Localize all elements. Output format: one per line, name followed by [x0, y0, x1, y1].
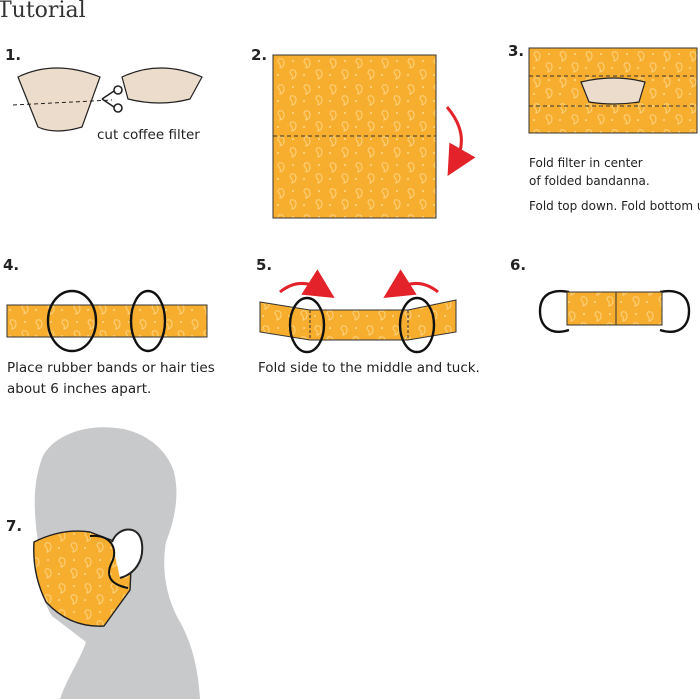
step-5-number: 5. [256, 256, 273, 274]
arrow-right [383, 269, 439, 299]
finished-mask [566, 291, 663, 326]
page-title: Tutorial [0, 0, 86, 23]
step-3-caption-line-1: Fold filter in center [529, 156, 643, 170]
step-1-number: 1. [5, 46, 22, 64]
mask-on-face [33, 530, 133, 627]
step-3-illustration [528, 47, 698, 134]
filter-piece-right [121, 67, 203, 104]
coffee-filter [580, 77, 646, 105]
rubber-band-left [46, 289, 98, 353]
fold-arrow-icon [445, 106, 476, 177]
step-3-number: 3. [508, 42, 525, 60]
ear-loop [89, 534, 129, 589]
step-1-caption: cut coffee filter [97, 127, 200, 143]
step-5-caption: Fold side to the middle and tuck. [258, 360, 480, 376]
cut-line [12, 99, 113, 106]
ear-icon [111, 528, 144, 579]
band-left [288, 296, 326, 354]
step-6-illustration [538, 289, 691, 333]
filter-piece-left [17, 67, 101, 132]
fabric-strip [6, 304, 208, 338]
step-3-caption-line-3: Fold top down. Fold bottom up. [529, 199, 700, 213]
step-5-illustration [259, 269, 457, 354]
step-1-illustration [12, 67, 203, 132]
step-7-illustration [33, 427, 200, 699]
rubber-band-right [129, 289, 167, 353]
step-4-caption-line-1: Place rubber bands or hair ties [7, 360, 215, 376]
scissors-icon [101, 85, 123, 113]
step-4-number: 4. [3, 256, 20, 274]
step-6-number: 6. [510, 256, 527, 274]
step-4-illustration [6, 289, 208, 353]
step-7-number: 7. [6, 517, 23, 535]
arrow-left [279, 269, 335, 299]
step-2-number: 2. [251, 46, 268, 64]
band-right [398, 296, 436, 354]
ear-loop-left [538, 289, 570, 333]
step-3-caption-line-2: of folded bandanna. [529, 174, 650, 188]
step-4-caption-line-2: about 6 inches apart. [7, 381, 152, 397]
ear-loop-right [659, 289, 691, 333]
folded-strip [259, 299, 457, 341]
step-2-illustration [272, 54, 476, 219]
